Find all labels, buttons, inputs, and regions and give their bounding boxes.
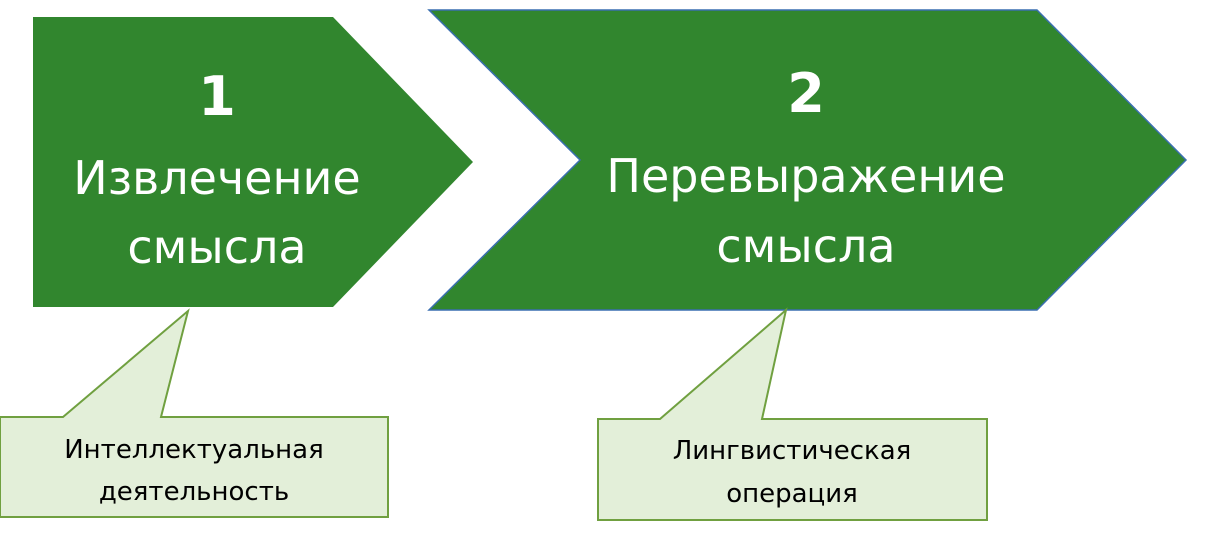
step-1: 1 Извлечение смысла: [33, 17, 473, 307]
step-2-label-line1: Перевыражение: [606, 149, 1005, 203]
step-2-shape: [427, 9, 1188, 311]
step-2-label-line2: смысла: [716, 219, 895, 273]
step-2: 2 Перевыражение смысла: [427, 9, 1188, 311]
callout-1: Интеллектуальная деятельность: [0, 308, 389, 518]
step-1-label-line1: Извлечение: [73, 151, 360, 205]
callout-2-line1: Лингвистическая: [673, 436, 912, 466]
callout-2-shape: [597, 307, 988, 521]
step-1-number: 1: [198, 65, 236, 128]
step-1-shape: [33, 17, 473, 307]
step-2-number: 2: [787, 62, 825, 125]
step-1-label-line2: смысла: [127, 220, 306, 274]
callout-2-line2: операция: [726, 479, 858, 509]
callout-2: Лингвистическая операция: [597, 307, 988, 521]
callout-1-shape: [0, 308, 389, 518]
callout-1-line2: деятельность: [99, 477, 289, 507]
callout-1-line1: Интеллектуальная: [64, 435, 324, 465]
